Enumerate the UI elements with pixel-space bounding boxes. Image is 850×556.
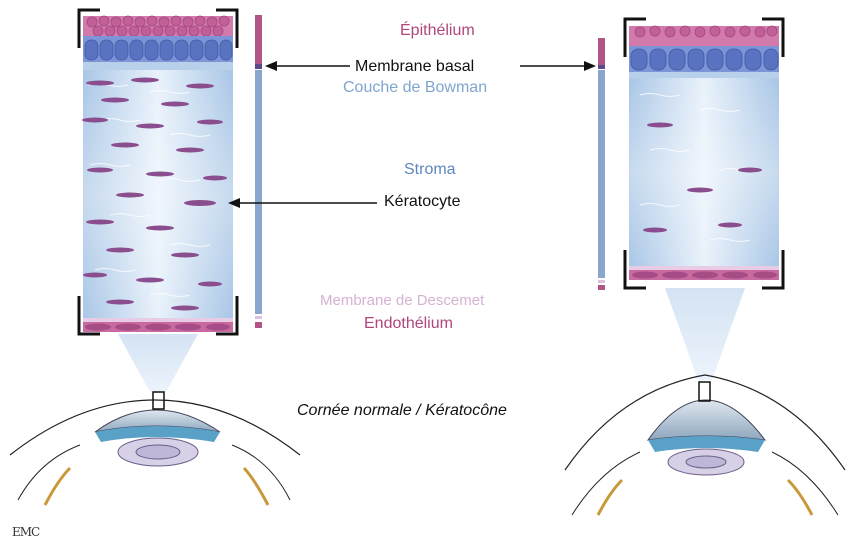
- scale-bar-right: [598, 38, 605, 290]
- eye-normal: [10, 392, 300, 505]
- label-keratocyte: Kératocyte: [384, 193, 460, 211]
- bowman-layer-right: [629, 72, 779, 78]
- beam-right: [665, 288, 745, 380]
- descemet-layer-right: [629, 266, 779, 270]
- label-epithelium: Épithélium: [400, 22, 475, 40]
- eye-keratoconus: [565, 375, 845, 515]
- emc-logo: EMC: [12, 525, 39, 539]
- label-endothelium: Endothélium: [364, 315, 453, 333]
- beam-left: [118, 334, 198, 392]
- label-bowman: Couche de Bowman: [343, 79, 487, 97]
- label-membrane-basal: Membrane basal: [355, 58, 474, 76]
- caption: Cornée normale / Kératocône: [297, 402, 507, 420]
- label-stroma: Stroma: [404, 161, 456, 179]
- descemet-layer-left: [83, 318, 233, 322]
- scale-bar-left: [255, 15, 262, 328]
- label-descemet: Membrane de Descemet: [320, 292, 484, 309]
- normal-cornea-block: [79, 10, 237, 334]
- keratocone-cornea-block: [625, 19, 783, 288]
- bowman-layer-left: [83, 62, 233, 70]
